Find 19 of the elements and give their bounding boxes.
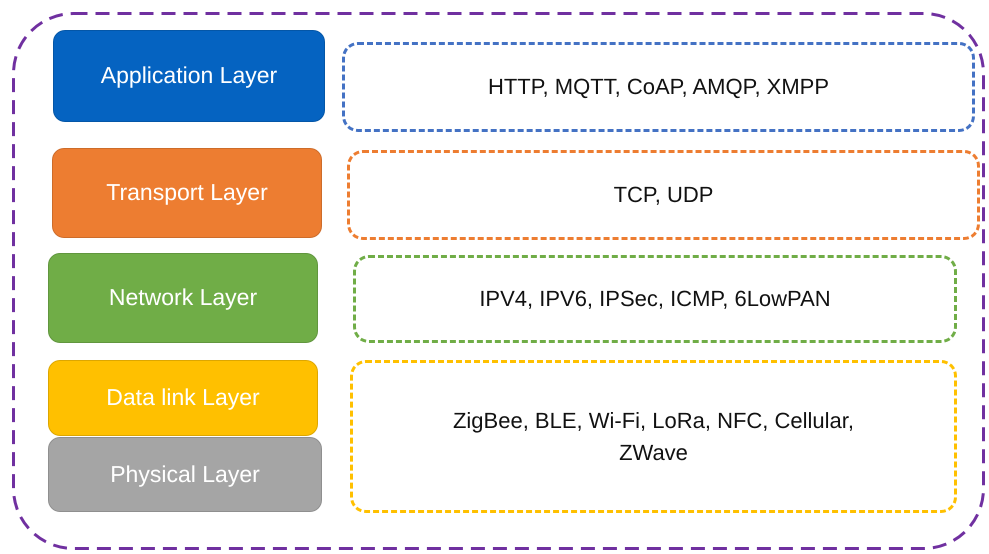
layer-name: Application Layer [100,61,278,90]
protocol-box [350,360,957,513]
protocol-box [342,42,975,132]
layer-box [48,360,318,436]
layer-box [48,253,318,343]
group-outline [12,12,985,550]
layer-name: Physical Layer [109,460,261,489]
protocol-list: ZigBee, BLE, Wi-Fi, LoRa, NFC, Cellular, ZWave [353,404,954,468]
protocol-box [353,255,957,343]
layer-name: Transport Layer [105,178,269,208]
layer-box [53,30,325,122]
protocol-list: IPV4, IPV6, IPSec, ICMP, 6LowPAN [439,283,871,315]
protocol-list: TCP, UDP [574,179,754,211]
layer-box [48,437,322,512]
layer-name: Data link Layer [105,383,261,412]
protocol-list: HTTP, MQTT, CoAP, AMQP, XMPP [448,71,870,103]
protocol-box [347,150,980,240]
layer-box [52,148,322,238]
layer-name: Network Layer [108,283,258,312]
